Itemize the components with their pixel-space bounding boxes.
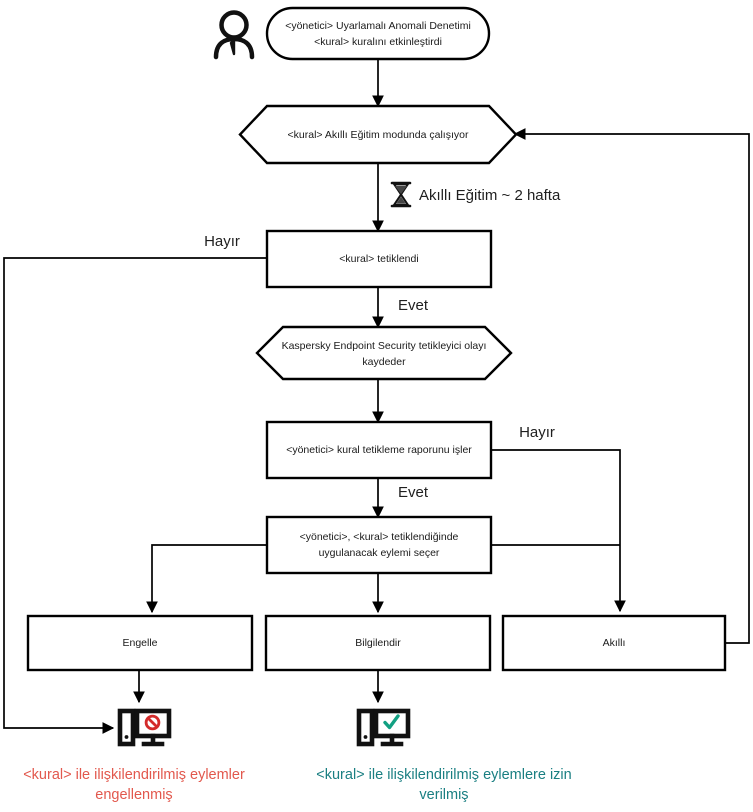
allowed-caption-line-1: <kural> ile ilişkilendirilmiş eylemlere … <box>316 767 571 783</box>
edge-label-report-yes: Evet <box>398 484 429 501</box>
node-inform[interactable]: Bilgilendir <box>264 614 492 672</box>
node-start[interactable]: <yönetici> Uyarlamalı Anomali Denetimi <… <box>265 6 491 61</box>
node-inform-label: Bilgilendir <box>355 637 401 649</box>
allowed-caption-line-2: verilmiş <box>419 787 468 803</box>
node-admin-report-label: <yönetici> kural tetikleme raporunu işle… <box>286 444 472 456</box>
edge-admin-action-to-block <box>146 544 268 614</box>
blocked-caption-line-1: <kural> ile ilişkilendirilmiş eylemler <box>23 767 245 783</box>
node-admin-action-line-2: uygulanacak eylemi seçer <box>319 547 440 559</box>
node-rule-trigger[interactable]: <kural> tetiklendi <box>265 229 493 289</box>
node-rule-trigger-label: <kural> tetiklendi <box>339 253 418 265</box>
allowed-caption: <kural> ile ilişkilendirilmiş eylemlere … <box>316 767 571 803</box>
node-kes-logs[interactable]: Kaspersky Endpoint Security tetikleyici … <box>255 325 513 381</box>
person-icon <box>213 10 255 60</box>
node-admin-report[interactable]: <yönetici> kural tetikleme raporunu işle… <box>265 420 493 480</box>
edge-admin-report-no <box>491 449 626 613</box>
node-smart-mode-label: <kural> Akıllı Eğitim modunda çalışıyor <box>288 129 469 141</box>
check-mark <box>383 714 400 730</box>
edge-label-trigger-no: Hayır <box>204 233 240 250</box>
blocked-caption: <kural> ile ilişkilendirilmiş eylemler e… <box>23 767 245 803</box>
computer-blocked-icon <box>117 708 172 747</box>
edge-label-trigger-yes: Evet <box>398 297 429 314</box>
node-admin-action[interactable]: <yönetici>, <kural> tetiklendiğinde uygu… <box>265 515 493 575</box>
node-start-line-1: <yönetici> Uyarlamalı Anomali Denetimi <box>285 20 471 32</box>
node-block[interactable]: Engelle <box>26 614 254 672</box>
timer-label: Akıllı Eğitim ~ 2 hafta <box>419 187 561 204</box>
node-smart-mode[interactable]: <kural> Akıllı Eğitim modunda çalışıyor <box>238 104 518 165</box>
node-smart-label: Akıllı <box>603 637 626 649</box>
blocked-caption-line-2: engellenmiş <box>95 787 172 803</box>
prohibition-sign <box>144 714 161 731</box>
hourglass-icon <box>390 181 412 208</box>
computer-allowed-icon <box>356 708 411 747</box>
node-kes-logs-line-2: kaydeder <box>362 356 406 368</box>
edge-smart-loopback <box>513 128 750 644</box>
node-start-line-2: <kural> kuralını etkinleştirdi <box>314 36 442 48</box>
node-kes-logs-line-1: Kaspersky Endpoint Security tetikleyici … <box>282 340 487 352</box>
node-block-label: Engelle <box>122 637 157 649</box>
node-smart[interactable]: Akıllı <box>501 614 727 672</box>
edge-rule-trigger-no <box>3 257 268 734</box>
node-admin-action-line-1: <yönetici>, <kural> tetiklendiğinde <box>300 531 459 543</box>
edge-label-report-no: Hayır <box>519 424 555 441</box>
